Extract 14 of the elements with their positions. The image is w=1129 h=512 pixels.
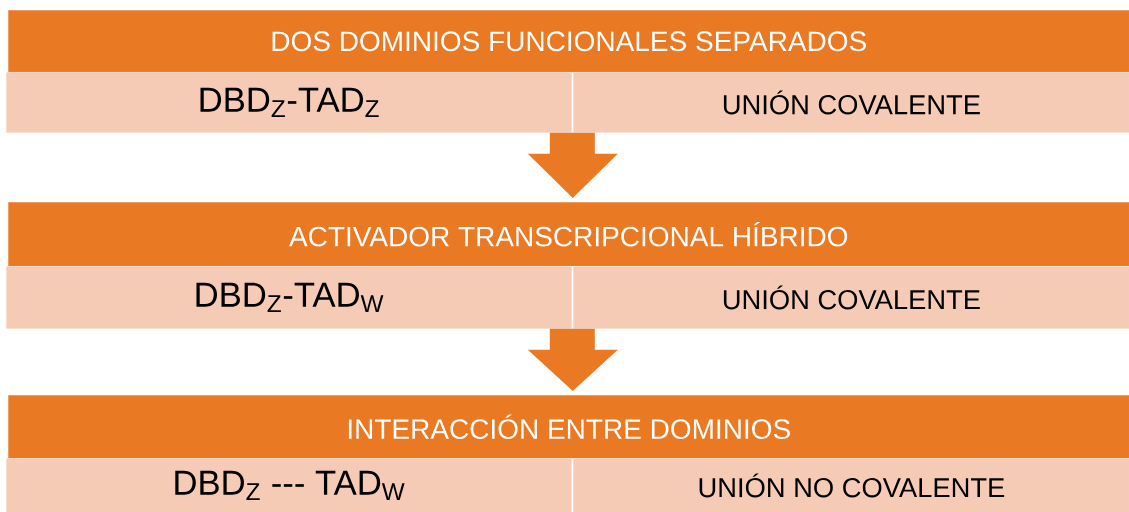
table-cell: DBD$_{Z}$-TAD$_{Z}$ bbox=[6, 72, 572, 133]
header-band: DOS DOMINIOS FUNCIONALES SEPARADOS bbox=[8, 10, 1129, 73]
node-label: UNIÓN COVALENTE bbox=[723, 90, 980, 115]
table-cell: UNIÓN COVALENTE bbox=[573, 266, 1129, 329]
table-cell: DBD$_{Z}$-TAD$_{W}$ bbox=[6, 266, 572, 329]
node-label: DBD$_{Z}$ --- TAD$_{W}$ bbox=[175, 470, 405, 500]
table-cell: UNIÓN NO COVALENTE bbox=[573, 458, 1129, 512]
down-arrow bbox=[527, 328, 618, 391]
node-label: UNIÓN COVALENTE bbox=[723, 285, 980, 310]
header-band: INTERACCIÓN ENTRE DOMINIOS bbox=[8, 395, 1129, 459]
down-arrow bbox=[527, 132, 618, 198]
header-band: ACTIVADOR TRANSCRIPCIONAL HÍBRIDO bbox=[8, 202, 1129, 267]
table-cell: UNIÓN COVALENTE bbox=[573, 72, 1129, 133]
table-cell: DBD$_{Z}$ --- TAD$_{W}$ bbox=[6, 458, 572, 512]
